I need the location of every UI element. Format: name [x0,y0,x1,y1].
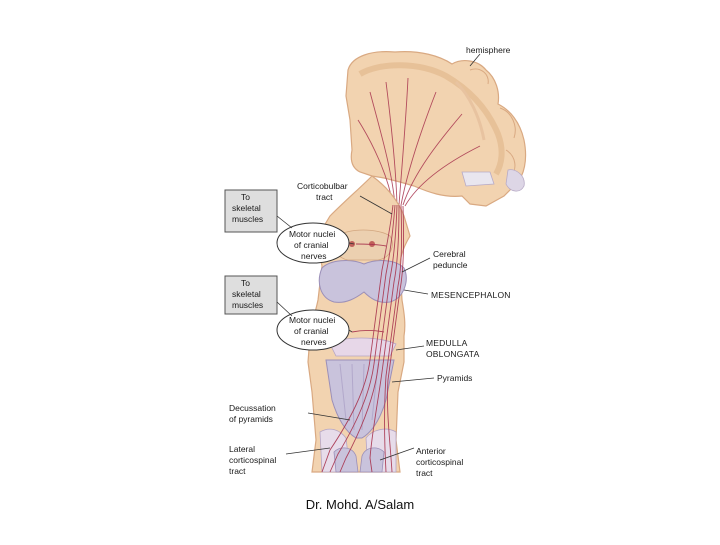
label-decussation-2: of pyramids [229,414,273,424]
box-top-line-1: To [241,192,250,202]
label-anterior-2: corticospinal [416,457,463,467]
label-medulla-2: OBLONGATA [426,349,480,359]
cerebral-hemisphere [345,51,527,207]
author-credit: Dr. Mohd. A/Salam [305,497,415,512]
motor-nuclei-label-bottom: Motor nuclei of cranial nerves [276,309,350,351]
motor-top-line-3: nerves [301,251,327,261]
motor-bottom-line-1: Motor nuclei [289,315,335,325]
label-anterior-3: tract [416,468,433,478]
motor-bottom-line-2: of cranial [294,326,329,336]
label-mesencephalon: MESENCEPHALON [431,290,511,300]
label-hemisphere: hemisphere [466,45,511,55]
box-top-line-3: muscles [232,214,263,224]
box-top-line-2: skeletal [232,203,261,213]
box-bottom-line-2: skeletal [232,289,261,299]
box-bottom-line-3: muscles [232,300,263,310]
label-lateral-3: tract [229,466,246,476]
label-cerebral-peduncle-1: Cerebral [433,249,466,259]
label-medulla-1: MEDULLA [426,338,468,348]
motor-top-line-1: Motor nuclei [289,229,335,239]
motor-bottom-line-3: nerves [301,337,327,347]
motor-nuclei-label-top: Motor nuclei of cranial nerves [276,222,350,264]
corona-radiata-fibers [357,77,481,207]
label-decussation-1: Decussation [229,403,276,413]
leader-lines [285,53,481,461]
label-pyramids: Pyramids [437,373,472,383]
box-connectors [276,215,355,333]
label-corticobulbar-2: tract [316,192,333,202]
label-lateral-1: Lateral [229,444,255,454]
descending-tract-fibers [321,204,404,473]
box-to-skeletal-muscles-bottom: To skeletal muscles [224,275,278,315]
label-corticobulbar-1: Corticobulbar [297,181,348,191]
label-lateral-2: corticospinal [229,455,276,465]
box-bottom-line-1: To [241,278,250,288]
motor-top-line-2: of cranial [294,240,329,250]
label-cerebral-peduncle-2: peduncle [433,260,468,270]
label-anterior-1: Anterior [416,446,446,456]
box-to-skeletal-muscles-top: To skeletal muscles [224,189,278,233]
